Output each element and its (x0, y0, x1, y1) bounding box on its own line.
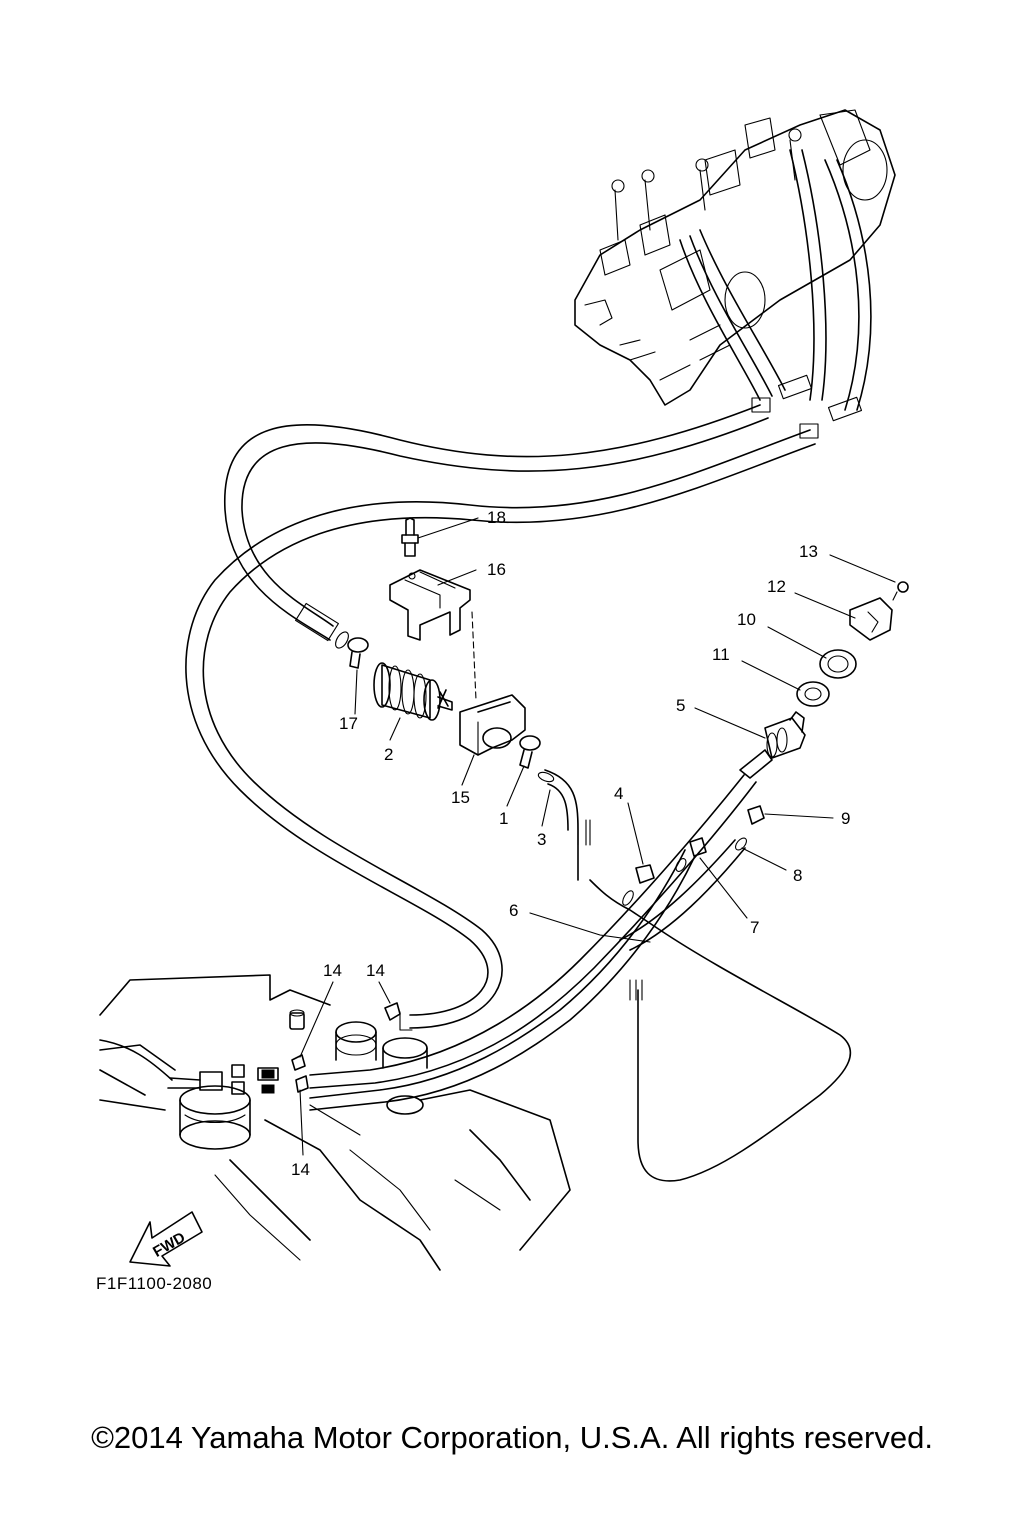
callout-11: 11 (712, 645, 730, 664)
engine-throttle-body (574, 109, 896, 406)
fuel-sender-unit (99, 1039, 279, 1150)
fuel-hose-3 (537, 769, 591, 881)
forward-direction-arrow: FWD (129, 1211, 203, 1267)
hose-clamps-14 (291, 1002, 401, 1093)
callout-4: 4 (614, 784, 624, 803)
callout-14c: 14 (291, 1160, 310, 1179)
callout-9: 9 (841, 809, 851, 828)
callout-5: 5 (676, 696, 686, 715)
hose-clamps-4-7-9 (635, 805, 765, 884)
filter-bracket-16 (389, 569, 471, 641)
callout-3: 3 (537, 830, 547, 849)
breather-cap-assembly (796, 581, 909, 707)
callout-12: 12 (767, 577, 786, 596)
vent-hose-loop (589, 879, 852, 1182)
callout-7: 7 (750, 918, 760, 937)
fuel-filter (373, 662, 453, 721)
screw-18 (401, 517, 419, 557)
filter-holder-15 (459, 694, 526, 756)
callout-6: 6 (509, 901, 519, 920)
engine-fuel-hoses (679, 149, 872, 439)
fuel-line-6 (309, 774, 757, 1111)
fwd-label: FWD (150, 1229, 188, 1261)
callout-13: 13 (799, 542, 818, 561)
leader-dash-16-15 (471, 611, 477, 701)
callout-14a: 14 (323, 961, 342, 980)
drawing-code: F1F1100-2080 (96, 1274, 213, 1293)
callout-17: 17 (339, 714, 358, 733)
fuel-tank (99, 974, 571, 1271)
hose-clamp-17 (347, 637, 369, 669)
callout-8: 8 (793, 866, 803, 885)
callout-10: 10 (737, 610, 756, 629)
copyright-notice: ©2014 Yamaha Motor Corporation, U.S.A. A… (91, 1420, 933, 1455)
callout-15: 15 (451, 788, 470, 807)
callout-14b: 14 (366, 961, 385, 980)
long-fuel-hose-loop (185, 404, 816, 1031)
tank-fuel-ports (289, 1009, 428, 1115)
callout-leader-lines (299, 517, 896, 1156)
hose-clamp-1 (519, 735, 541, 769)
callout-18: 18 (487, 508, 506, 527)
callout-1: 1 (499, 809, 509, 828)
valve-5 (739, 711, 806, 779)
callout-2: 2 (384, 745, 394, 764)
callout-16: 16 (487, 560, 506, 579)
